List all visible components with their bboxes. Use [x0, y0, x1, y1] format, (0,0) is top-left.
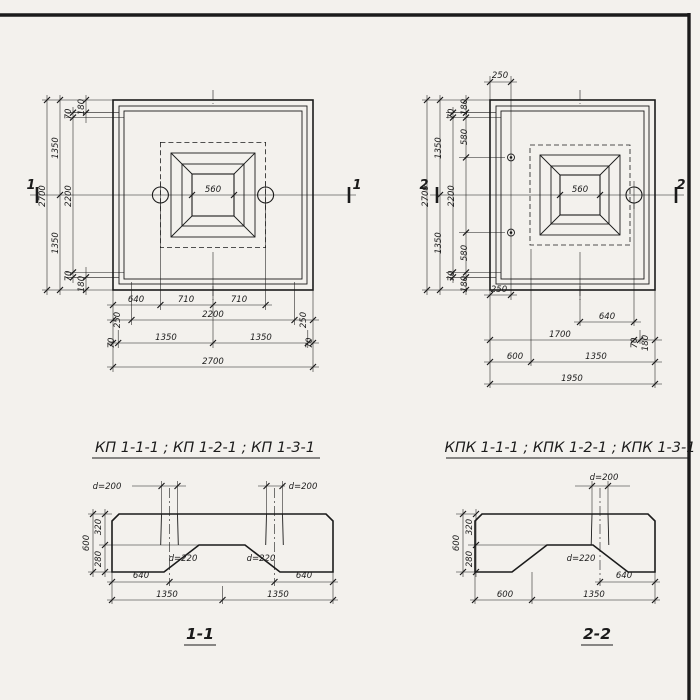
- dimension-label: 1350: [434, 137, 444, 159]
- dimension-label: 2200: [202, 310, 224, 320]
- section-view-1-1: [88, 481, 338, 604]
- dimension-label: 320: [465, 519, 475, 535]
- dimension-label: 1350: [434, 232, 444, 254]
- dimension-label: 1950: [561, 374, 583, 384]
- dimension-label: d=200: [93, 482, 122, 492]
- left-group-title: КП 1-1-1 ; КП 1-2-1 ; КП 1-3-1: [95, 440, 315, 456]
- dimension-label: 180: [77, 99, 87, 115]
- section-mark-1-right: 1: [352, 178, 361, 193]
- dimension-label: 250: [492, 71, 508, 81]
- dimension-label: 250: [299, 312, 309, 328]
- dimension-label: 1350: [156, 590, 178, 600]
- dimension-label: 640: [133, 571, 149, 581]
- dimension-label: 1700: [549, 330, 571, 340]
- dimension-label: 320: [94, 519, 104, 535]
- dimension-label: 640: [296, 571, 312, 581]
- dimension-label: 1350: [51, 137, 61, 159]
- dimension-label: 2700: [38, 185, 48, 207]
- dimension-label: 70: [305, 338, 315, 349]
- dimension-label: 640: [599, 312, 615, 322]
- plan-view-left: 1 1: [26, 90, 362, 372]
- dimension-label: 1350: [585, 352, 607, 362]
- dimension-label: 600: [507, 352, 523, 362]
- dimension-label: d=200: [590, 473, 619, 483]
- section-outline: [111, 513, 334, 573]
- dimension-label: 250: [491, 285, 507, 295]
- dimension-label: 280: [465, 551, 475, 567]
- titles: КП 1-1-1 ; КП 1-2-1 ; КП 1-3-1 КПК 1-1-1…: [92, 440, 696, 646]
- socket-centerlines: [169, 488, 275, 586]
- dimension-label: d=220: [567, 554, 596, 564]
- dimension-label: 180: [460, 276, 470, 292]
- section-mark-2-right: 2: [676, 178, 685, 193]
- dimension-label: 560: [205, 185, 221, 195]
- dimension-label: 600: [82, 535, 92, 551]
- dimension-label: 180: [460, 99, 470, 115]
- section-label-2-2: 2-2: [583, 625, 611, 643]
- dimension-label: 2200: [64, 185, 74, 207]
- dimension-label: 710: [178, 295, 194, 305]
- dimension-label: 70: [107, 338, 117, 349]
- dimension-label: 70: [447, 109, 457, 120]
- sheet-frame: [0, 13, 691, 700]
- recess-corner-slopes: [170, 152, 256, 238]
- dimension-label: 1350: [155, 333, 177, 343]
- right-group-title: КПК 1-1-1 ; КПК 1-2-1 ; КПК 1-3-1: [445, 440, 696, 456]
- section-mark-1-left: 1: [26, 178, 35, 193]
- dimension-label: 2200: [447, 185, 457, 207]
- recess-corner-slopes: [539, 154, 621, 236]
- dimension-label: d=220: [247, 554, 276, 564]
- dimension-label: 580: [460, 245, 470, 261]
- dimension-label: 600: [452, 535, 462, 551]
- dimension-lines: [42, 95, 319, 372]
- dimension-label: 710: [231, 295, 247, 305]
- dimension-label: 250: [113, 312, 123, 328]
- dimension-label: 70: [447, 271, 457, 282]
- dimension-ticks: [43, 78, 659, 604]
- dimension-label: d=220: [169, 554, 198, 564]
- dimension-label: d=200: [289, 482, 318, 492]
- socket-hole: [590, 513, 610, 546]
- section-outline: [474, 513, 656, 573]
- dimension-label: 70: [64, 109, 74, 120]
- dimension-lines: [456, 481, 660, 604]
- dimension-label: 580: [460, 129, 470, 145]
- dimension-label: 1350: [51, 232, 61, 254]
- dimension-label: 1350: [250, 333, 272, 343]
- dimension-label: 180: [77, 276, 87, 292]
- dimension-label: 280: [94, 551, 104, 567]
- recess-hidden-edge: [529, 144, 631, 246]
- dimension-label: 2700: [202, 357, 224, 367]
- section-label-1-1: 1-1: [186, 625, 214, 643]
- section-mark-2-left: 2: [419, 178, 428, 193]
- dimension-label: 70: [630, 338, 640, 349]
- dimension-label: 180: [641, 335, 651, 351]
- dimension-label: 560: [572, 185, 588, 195]
- dimension-label: 640: [128, 295, 144, 305]
- dimension-label: 600: [497, 590, 513, 600]
- dimension-lines: [422, 76, 662, 388]
- dimension-lines: [88, 481, 338, 604]
- dimension-label: 2700: [421, 185, 431, 207]
- dimension-label: 1350: [267, 590, 289, 600]
- dimension-label: 1350: [583, 590, 605, 600]
- socket-holes: [160, 513, 284, 546]
- dimension-label: 70: [64, 271, 74, 282]
- section-view-2-2: [456, 481, 660, 604]
- dimension-label: 640: [616, 571, 632, 581]
